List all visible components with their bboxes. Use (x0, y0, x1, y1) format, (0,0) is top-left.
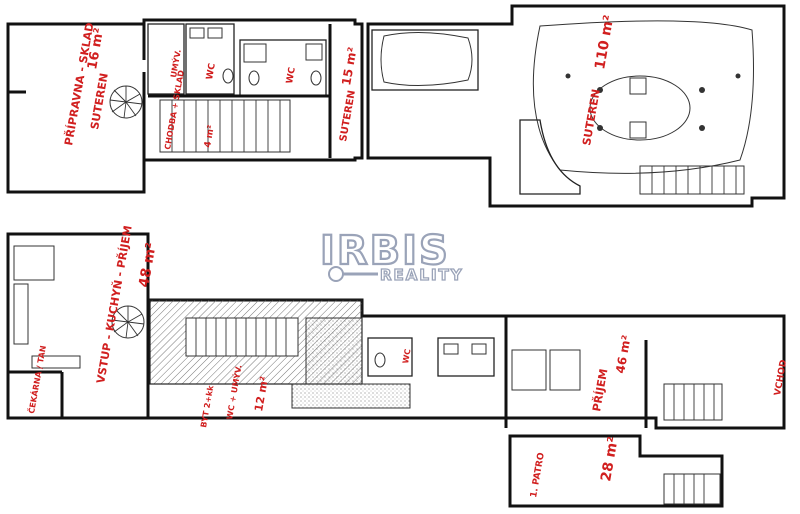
label-prijem: PŘÍJEM (590, 368, 610, 413)
column-dot (735, 73, 741, 79)
toilet-icon (310, 70, 322, 86)
label-vstup: VSTUP - KUCHYŇ - PŘÍJEM (94, 224, 135, 384)
column-dot (565, 73, 571, 79)
label-vchod: VCHOD (773, 359, 789, 396)
stair-corridor (159, 99, 291, 153)
sink-icon (207, 27, 223, 39)
kitchen-counter (31, 355, 81, 369)
logo-tagline: REALITY (380, 266, 464, 284)
sink-icon (443, 343, 459, 355)
sink-icon (189, 27, 205, 39)
label-patro: 1. PATRO (529, 452, 547, 499)
key-icon (328, 266, 344, 282)
stair-hall (639, 165, 745, 195)
room-wc1 (185, 23, 235, 95)
label-priprava-area: 16 m² (85, 27, 107, 71)
sink-icon (471, 343, 487, 355)
bar-counter (519, 119, 581, 195)
spiral-stair-steps (109, 86, 143, 119)
bar-island (589, 75, 691, 141)
pool-icon (380, 31, 473, 87)
label-wc3: WC (401, 348, 412, 364)
label-suteren15: SUTEREN (338, 90, 358, 143)
column-dot (699, 87, 705, 93)
label-patro-area: 28 m² (598, 436, 622, 483)
room-umyvarna (147, 23, 185, 95)
toilet-icon (248, 70, 260, 86)
label-byt-area: 12 m² (252, 375, 271, 412)
corridor-fill (305, 317, 363, 385)
label-priprava-type: SUTEREN (88, 72, 111, 130)
corridor-fill (291, 383, 411, 409)
room-wc2 (239, 39, 327, 97)
room-pool (371, 29, 479, 91)
spiral-stair-steps (111, 306, 145, 339)
label-suteren15-area: 15 m² (339, 46, 359, 86)
toilet-icon (222, 68, 234, 84)
stair-core (185, 317, 299, 357)
stair-right (663, 383, 723, 421)
first-floor-outline (508, 434, 724, 508)
bottom-floor (6, 232, 786, 508)
sink-icon (243, 43, 267, 63)
label-suteren110: SUTEREN (580, 88, 603, 146)
top-floor-outline (6, 18, 364, 194)
hall-curve (532, 20, 754, 174)
top-floor (6, 4, 786, 208)
label-prijem-area: 46 m² (613, 334, 633, 374)
label-cekarna: ČEKÁRNA / TAN (25, 344, 48, 414)
top-floor-right-outline (366, 4, 786, 208)
label-vstup-area: 48 m² (136, 242, 160, 289)
room-wc3 (367, 337, 413, 377)
counter (549, 349, 581, 391)
label-chodba-area: 4 m² (203, 124, 217, 148)
toilet-icon (374, 352, 386, 368)
stair-core-steps (195, 318, 287, 356)
kitchen-counter (13, 245, 55, 281)
sink-icon (305, 43, 323, 61)
counter (511, 349, 547, 391)
stair-first-floor (663, 473, 721, 505)
column-icon (629, 77, 647, 95)
column-dot (597, 87, 603, 93)
label-wc2: WC (285, 66, 298, 84)
kitchen-counter (13, 283, 29, 345)
room-bath (437, 337, 495, 377)
label-wc1: WC (205, 62, 218, 80)
column-dot (597, 125, 603, 131)
label-chodba: CHODBA + SKLAD (163, 69, 186, 150)
irbis-logo: IRBIS REALITY (319, 227, 464, 285)
label-byt: BYT 2+kk (199, 384, 215, 428)
column-dot (699, 125, 705, 131)
logo-brand: IRBIS (320, 228, 450, 274)
column-icon (629, 121, 647, 139)
